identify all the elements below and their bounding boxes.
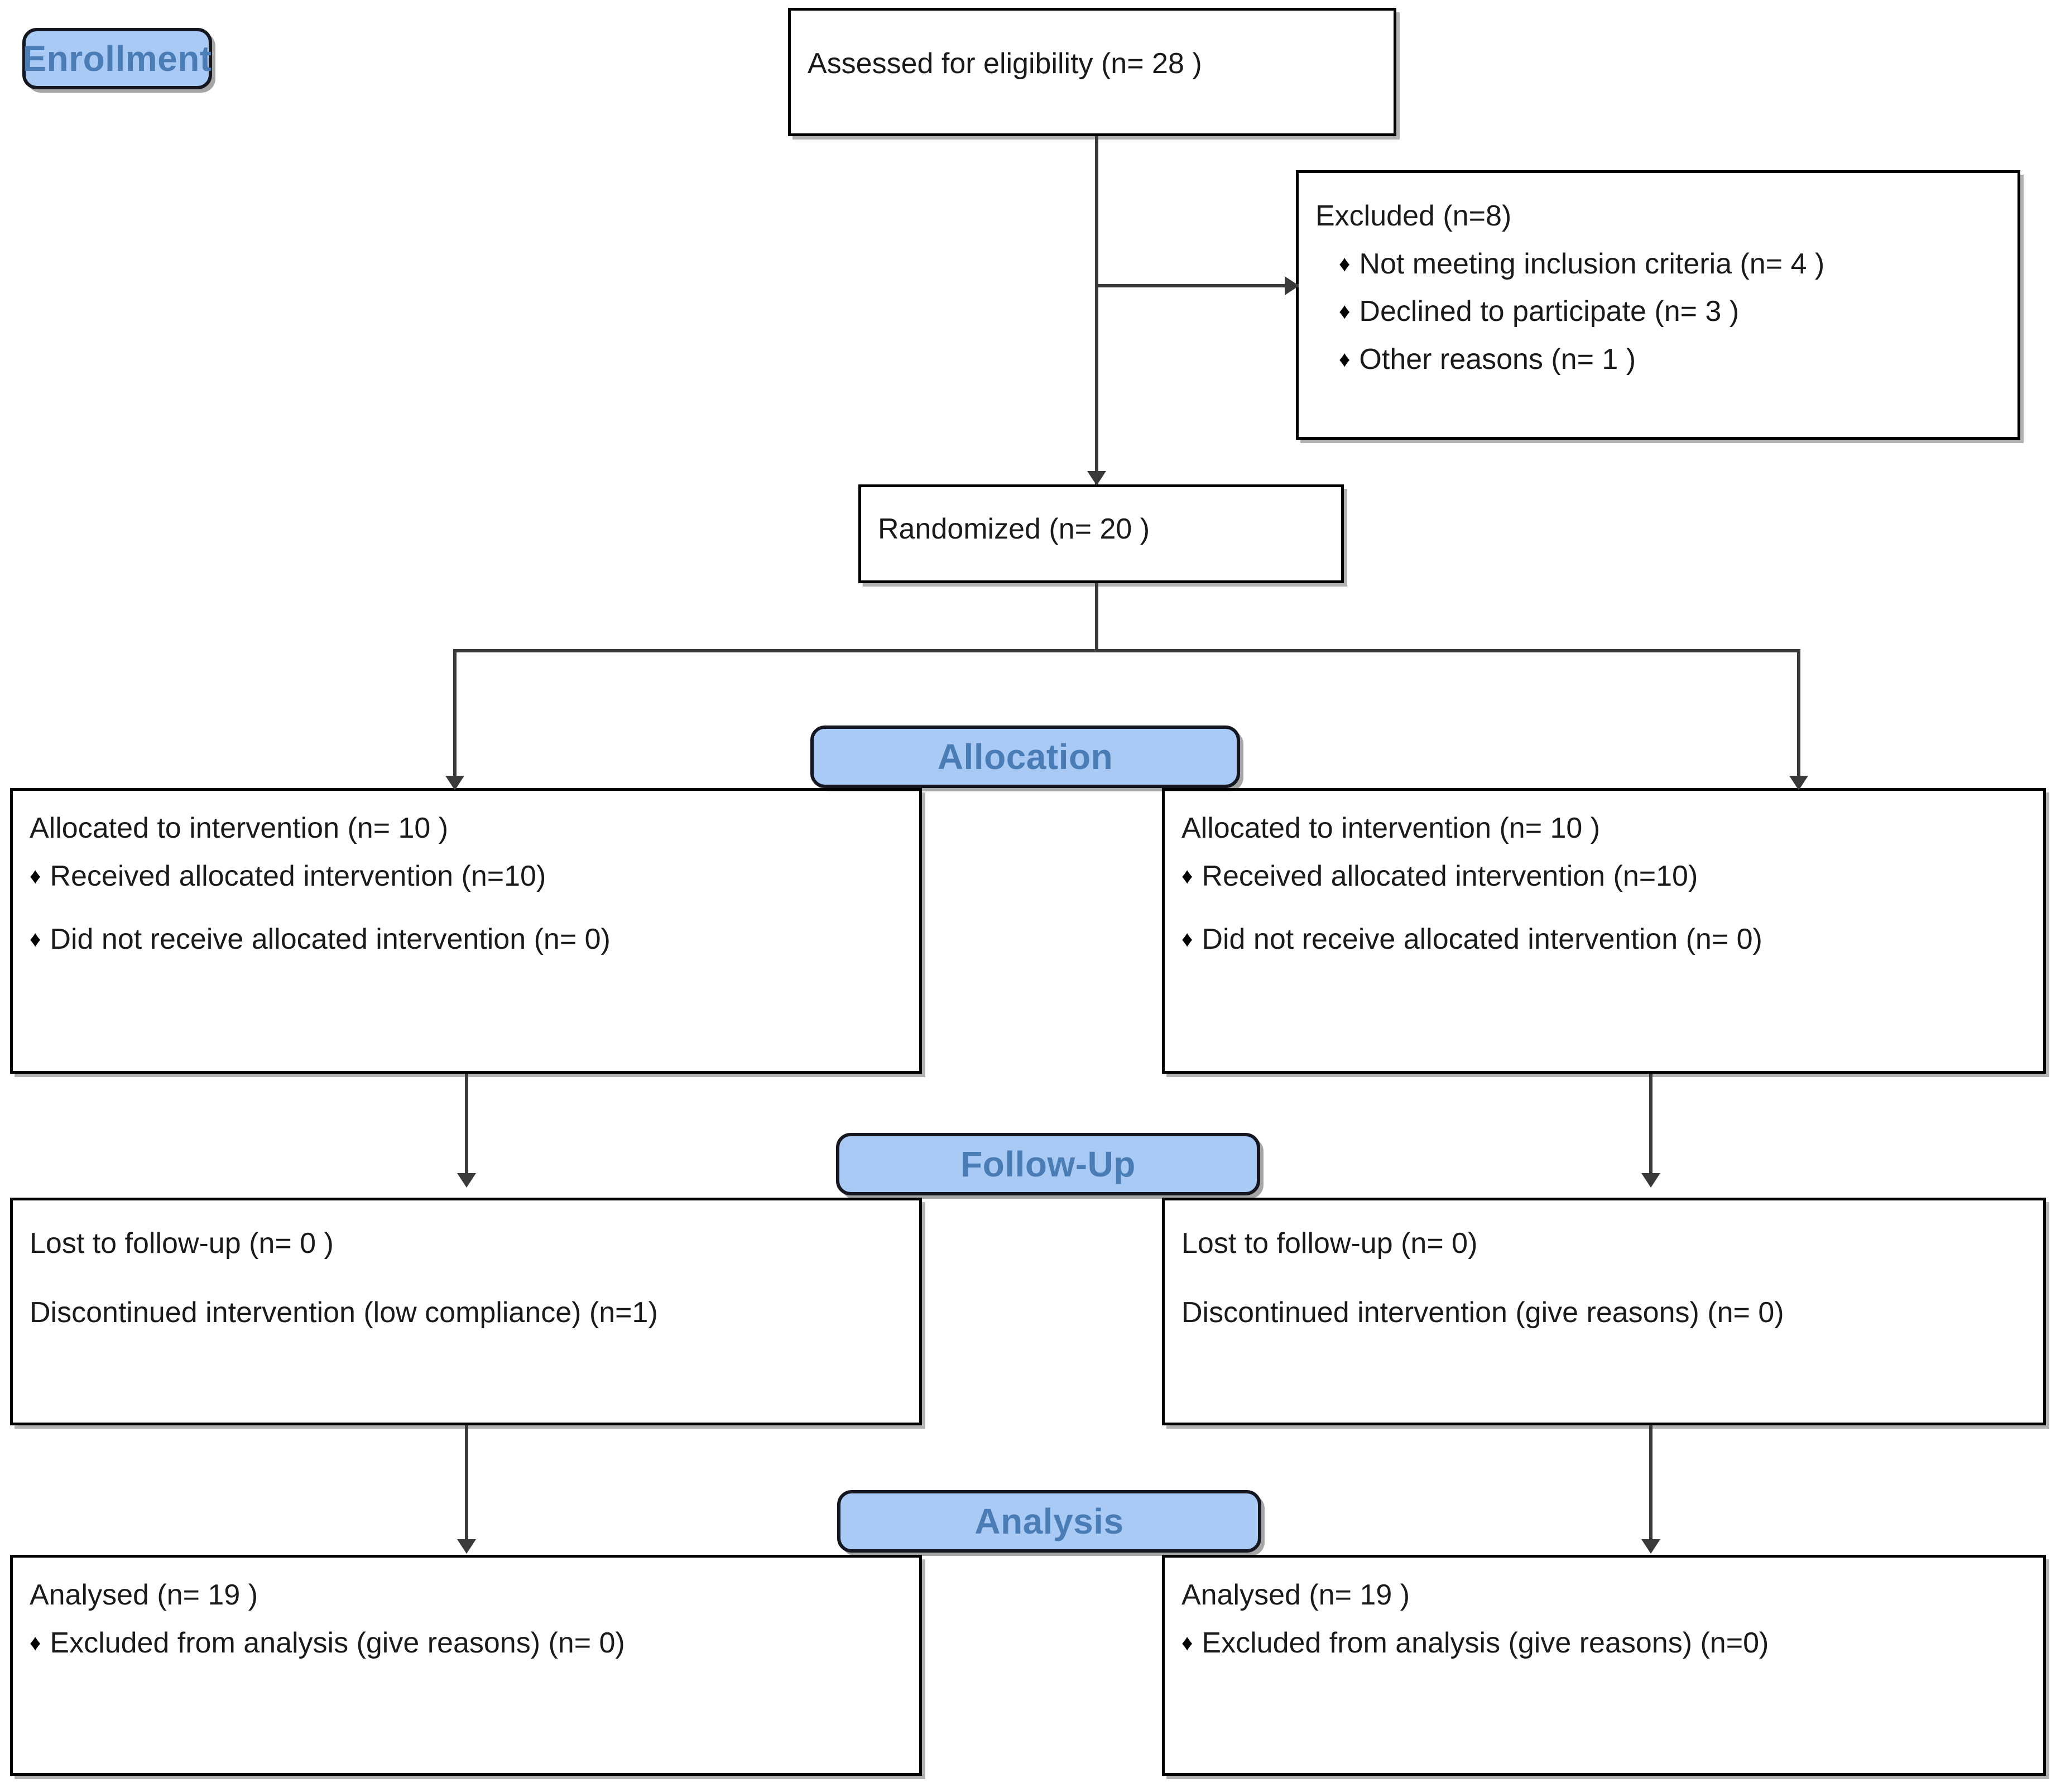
allocation-left-item-text: Received allocated intervention (n=10) xyxy=(50,859,546,892)
analysis-left-item: ♦ Excluded from analysis (give reasons) … xyxy=(30,1625,908,1663)
box-assessed-for-eligibility: Assessed for eligibility (n= 28 ) xyxy=(788,8,1396,136)
excluded-reason-item: ♦ Not meeting inclusion criteria (n= 4 ) xyxy=(1339,246,2006,284)
arrow-allocation-right-to-followup xyxy=(1641,1173,1660,1188)
allocation-right-item-text: Did not receive allocated intervention (… xyxy=(1202,923,1762,956)
box-analysis-right: Analysed (n= 19 ) ♦ Excluded from analys… xyxy=(1162,1555,2046,1776)
arrow-followup-left-to-analysis xyxy=(457,1539,476,1554)
box-allocation-right: Allocated to intervention (n= 10 ) ♦ Rec… xyxy=(1162,788,2046,1074)
connector-randomized-down xyxy=(1095,583,1098,650)
stage-badge-analysis: Analysis xyxy=(837,1490,1261,1553)
randomized-text: Randomized (n= 20 ) xyxy=(878,513,1150,545)
excluded-heading: Excluded (n=8) xyxy=(1315,200,1512,232)
arrow-assessed-to-excluded xyxy=(1285,276,1299,295)
connector-split-bar-allocation xyxy=(453,649,1800,652)
arrow-assessed-to-randomized xyxy=(1087,471,1106,486)
excluded-reason-item: ♦ Other reasons (n= 1 ) xyxy=(1339,341,2006,379)
stage-badge-allocation: Allocation xyxy=(810,726,1240,788)
allocation-left-item: ♦ Did not receive allocated intervention… xyxy=(30,921,908,959)
arrow-followup-right-to-analysis xyxy=(1641,1539,1660,1554)
box-randomized: Randomized (n= 20 ) xyxy=(858,484,1344,583)
stage-badge-analysis-label: Analysis xyxy=(974,1501,1124,1541)
allocation-right-item: ♦ Did not receive allocated intervention… xyxy=(1181,921,2032,959)
excluded-reason-text: Not meeting inclusion criteria (n= 4 ) xyxy=(1359,247,1825,280)
box-allocation-left: Allocated to intervention (n= 10 ) ♦ Rec… xyxy=(10,788,922,1074)
connector-assessed-to-excluded xyxy=(1095,284,1299,287)
excluded-reason-text: Other reasons (n= 1 ) xyxy=(1359,343,1636,376)
diamond-bullet-icon: ♦ xyxy=(1181,927,1193,952)
connector-split-left-allocation xyxy=(453,649,457,789)
stage-badge-enrollment-label: Enrollment xyxy=(22,39,212,79)
analysis-right-heading: Analysed (n= 19 ) xyxy=(1181,1579,1410,1611)
box-followup-right: Lost to follow-up (n= 0) Discontinued in… xyxy=(1162,1198,2046,1425)
allocation-left-heading: Allocated to intervention (n= 10 ) xyxy=(30,812,449,844)
allocation-right-item-text: Received allocated intervention (n=10) xyxy=(1202,859,1698,892)
followup-right-discontinued-text: Discontinued intervention (give reasons)… xyxy=(1181,1296,1784,1329)
diamond-bullet-icon: ♦ xyxy=(30,1630,41,1655)
stage-badge-allocation-label: Allocation xyxy=(937,737,1113,777)
stage-badge-followup: Follow-Up xyxy=(836,1133,1260,1195)
diamond-bullet-icon: ♦ xyxy=(1181,863,1193,888)
diamond-bullet-icon: ♦ xyxy=(1339,347,1351,372)
connector-assessed-to-randomized xyxy=(1095,136,1098,484)
stage-badge-enrollment: Enrollment xyxy=(22,28,212,89)
box-analysis-left: Analysed (n= 19 ) ♦ Excluded from analys… xyxy=(10,1555,922,1776)
diamond-bullet-icon: ♦ xyxy=(30,863,41,888)
arrow-allocation-left-to-followup xyxy=(457,1173,476,1188)
connector-followup-right-to-analysis xyxy=(1649,1425,1653,1551)
excluded-reason-item: ♦ Declined to participate (n= 3 ) xyxy=(1339,293,2006,331)
connector-allocation-right-to-followup xyxy=(1649,1074,1653,1185)
analysis-left-heading: Analysed (n= 19 ) xyxy=(30,1579,258,1611)
diamond-bullet-icon: ♦ xyxy=(30,927,41,952)
analysis-right-item-text: Excluded from analysis (give reasons) (n… xyxy=(1202,1626,1769,1659)
followup-left-discontinued-text: Discontinued intervention (low complianc… xyxy=(30,1296,658,1329)
box-followup-left: Lost to follow-up (n= 0 ) Discontinued i… xyxy=(10,1198,922,1425)
allocation-left-item-text: Did not receive allocated intervention (… xyxy=(50,923,611,956)
diamond-bullet-icon: ♦ xyxy=(1339,299,1351,324)
diamond-bullet-icon: ♦ xyxy=(1339,251,1351,276)
assessed-for-eligibility-text: Assessed for eligibility (n= 28 ) xyxy=(808,47,1202,80)
arrow-split-left-allocation xyxy=(445,776,464,790)
arrow-split-right-allocation xyxy=(1789,776,1808,790)
connector-split-right-allocation xyxy=(1797,649,1800,789)
analysis-right-item: ♦ Excluded from analysis (give reasons) … xyxy=(1181,1625,2032,1663)
allocation-right-heading: Allocated to intervention (n= 10 ) xyxy=(1181,812,1601,844)
followup-left-lost-text: Lost to follow-up (n= 0 ) xyxy=(30,1227,334,1260)
excluded-reason-text: Declined to participate (n= 3 ) xyxy=(1359,295,1740,328)
analysis-left-item-text: Excluded from analysis (give reasons) (n… xyxy=(50,1626,625,1659)
box-excluded: Excluded (n=8) ♦ Not meeting inclusion c… xyxy=(1296,170,2020,440)
allocation-left-item: ♦ Received allocated intervention (n=10) xyxy=(30,858,908,896)
connector-followup-left-to-analysis xyxy=(465,1425,468,1551)
diamond-bullet-icon: ♦ xyxy=(1181,1630,1193,1655)
allocation-right-item: ♦ Received allocated intervention (n=10) xyxy=(1181,858,2032,896)
connector-allocation-left-to-followup xyxy=(465,1074,468,1185)
followup-right-lost-text: Lost to follow-up (n= 0) xyxy=(1181,1227,1478,1260)
stage-badge-followup-label: Follow-Up xyxy=(960,1144,1136,1184)
